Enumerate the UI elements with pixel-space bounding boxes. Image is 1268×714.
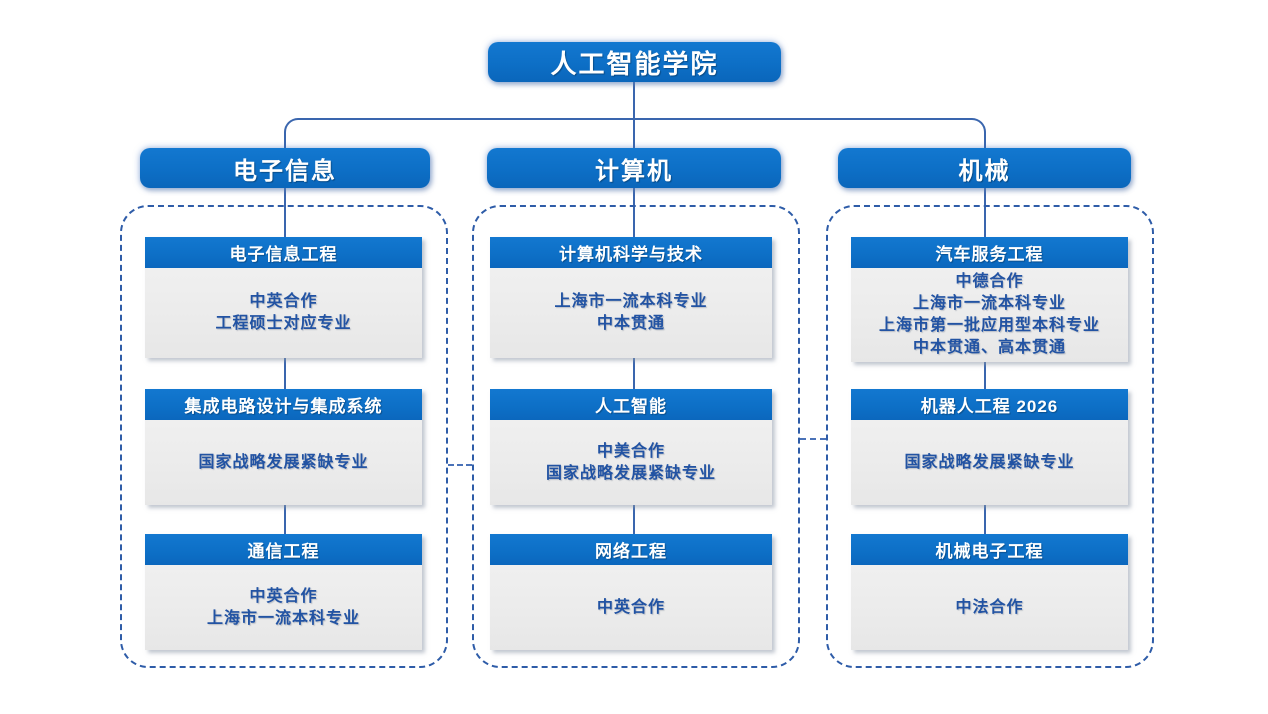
program-card-body: 中英合作 工程硕士对应专业 bbox=[145, 268, 422, 358]
program-card-line: 国家战略发展紧缺专业 bbox=[904, 453, 1075, 471]
branch-header-computer: 计算机 bbox=[487, 148, 781, 188]
program-card-line: 中德合作 bbox=[955, 273, 1024, 290]
connector-col1-card1-card2 bbox=[284, 358, 286, 389]
program-card-body: 中德合作 上海市一流本科专业 上海市第一批应用型本科专业 中本贯通、高本贯通 bbox=[851, 268, 1128, 362]
program-card: 网络工程 中英合作 bbox=[490, 534, 772, 650]
connector-col3-card1-card2 bbox=[984, 362, 986, 389]
program-card-title: 人工智能 bbox=[490, 389, 772, 420]
program-card: 通信工程 中英合作 上海市一流本科专业 bbox=[145, 534, 422, 650]
program-card-line: 中法合作 bbox=[955, 598, 1024, 616]
program-card-body: 国家战略发展紧缺专业 bbox=[851, 420, 1128, 505]
group-electronic-information bbox=[120, 205, 448, 668]
program-card-line: 上海市一流本科专业 bbox=[912, 295, 1066, 312]
program-card-line: 中美合作 bbox=[596, 442, 665, 460]
program-card: 人工智能 中美合作 国家战略发展紧缺专业 bbox=[490, 389, 772, 505]
connector-dashed-col2-col3 bbox=[800, 438, 826, 440]
connector-branch3-drop bbox=[984, 188, 986, 237]
connector-col2-card1-card2 bbox=[633, 358, 635, 389]
root-node-school-title: 人工智能学院 bbox=[488, 42, 781, 82]
program-card-title: 汽车服务工程 bbox=[851, 237, 1128, 268]
program-card-title: 电子信息工程 bbox=[145, 237, 422, 268]
program-card-body: 中英合作 bbox=[490, 565, 772, 650]
program-card-body: 中美合作 国家战略发展紧缺专业 bbox=[490, 420, 772, 505]
program-card-line: 上海市一流本科专业 bbox=[206, 609, 360, 627]
program-card-line: 国家战略发展紧缺专业 bbox=[545, 464, 716, 482]
program-card-title: 集成电路设计与集成系统 bbox=[145, 389, 422, 420]
branch-header-machinery: 机械 bbox=[838, 148, 1131, 188]
program-card-title: 计算机科学与技术 bbox=[490, 237, 772, 268]
program-card-line: 中英合作 bbox=[249, 293, 318, 310]
program-card-title: 机器人工程 2026 bbox=[851, 389, 1128, 420]
connector-dashed-col1-col2 bbox=[448, 464, 472, 466]
program-card-body: 上海市一流本科专业 中本贯通 bbox=[490, 268, 772, 358]
connector-col1-card2-card3 bbox=[284, 505, 286, 534]
program-card: 机器人工程 2026 国家战略发展紧缺专业 bbox=[851, 389, 1128, 505]
program-card-line: 中本贯通、高本贯通 bbox=[912, 339, 1066, 356]
program-card-line: 国家战略发展紧缺专业 bbox=[198, 453, 369, 471]
program-card-body: 中英合作 上海市一流本科专业 bbox=[145, 565, 422, 650]
program-card: 机械电子工程 中法合作 bbox=[851, 534, 1128, 650]
program-card-title: 机械电子工程 bbox=[851, 534, 1128, 565]
group-computer bbox=[472, 205, 800, 668]
connector-center-drop bbox=[633, 118, 635, 148]
group-machinery bbox=[826, 205, 1154, 668]
branch-header-electronic-information: 电子信息 bbox=[140, 148, 430, 188]
connector-root-trunk bbox=[633, 82, 635, 118]
program-card-line: 上海市第一批应用型本科专业 bbox=[878, 317, 1100, 334]
program-card-body: 中法合作 bbox=[851, 565, 1128, 650]
program-card-title: 通信工程 bbox=[145, 534, 422, 565]
program-card-line: 中本贯通 bbox=[596, 315, 665, 332]
connector-bracket bbox=[284, 118, 986, 149]
connector-branch2-drop bbox=[633, 188, 635, 237]
connector-col3-card2-card3 bbox=[984, 505, 986, 534]
program-card: 集成电路设计与集成系统 国家战略发展紧缺专业 bbox=[145, 389, 422, 505]
program-card-line: 中英合作 bbox=[249, 587, 318, 605]
connector-branch1-drop bbox=[284, 188, 286, 237]
program-card: 电子信息工程 中英合作 工程硕士对应专业 bbox=[145, 237, 422, 358]
program-card: 计算机科学与技术 上海市一流本科专业 中本贯通 bbox=[490, 237, 772, 358]
program-card: 汽车服务工程 中德合作 上海市一流本科专业 上海市第一批应用型本科专业 中本贯通… bbox=[851, 237, 1128, 362]
program-card-line: 上海市一流本科专业 bbox=[554, 293, 708, 310]
program-card-body: 国家战略发展紧缺专业 bbox=[145, 420, 422, 505]
program-card-line: 中英合作 bbox=[596, 598, 665, 616]
program-card-title: 网络工程 bbox=[490, 534, 772, 565]
program-card-line: 工程硕士对应专业 bbox=[215, 315, 352, 332]
connector-col2-card2-card3 bbox=[633, 505, 635, 534]
